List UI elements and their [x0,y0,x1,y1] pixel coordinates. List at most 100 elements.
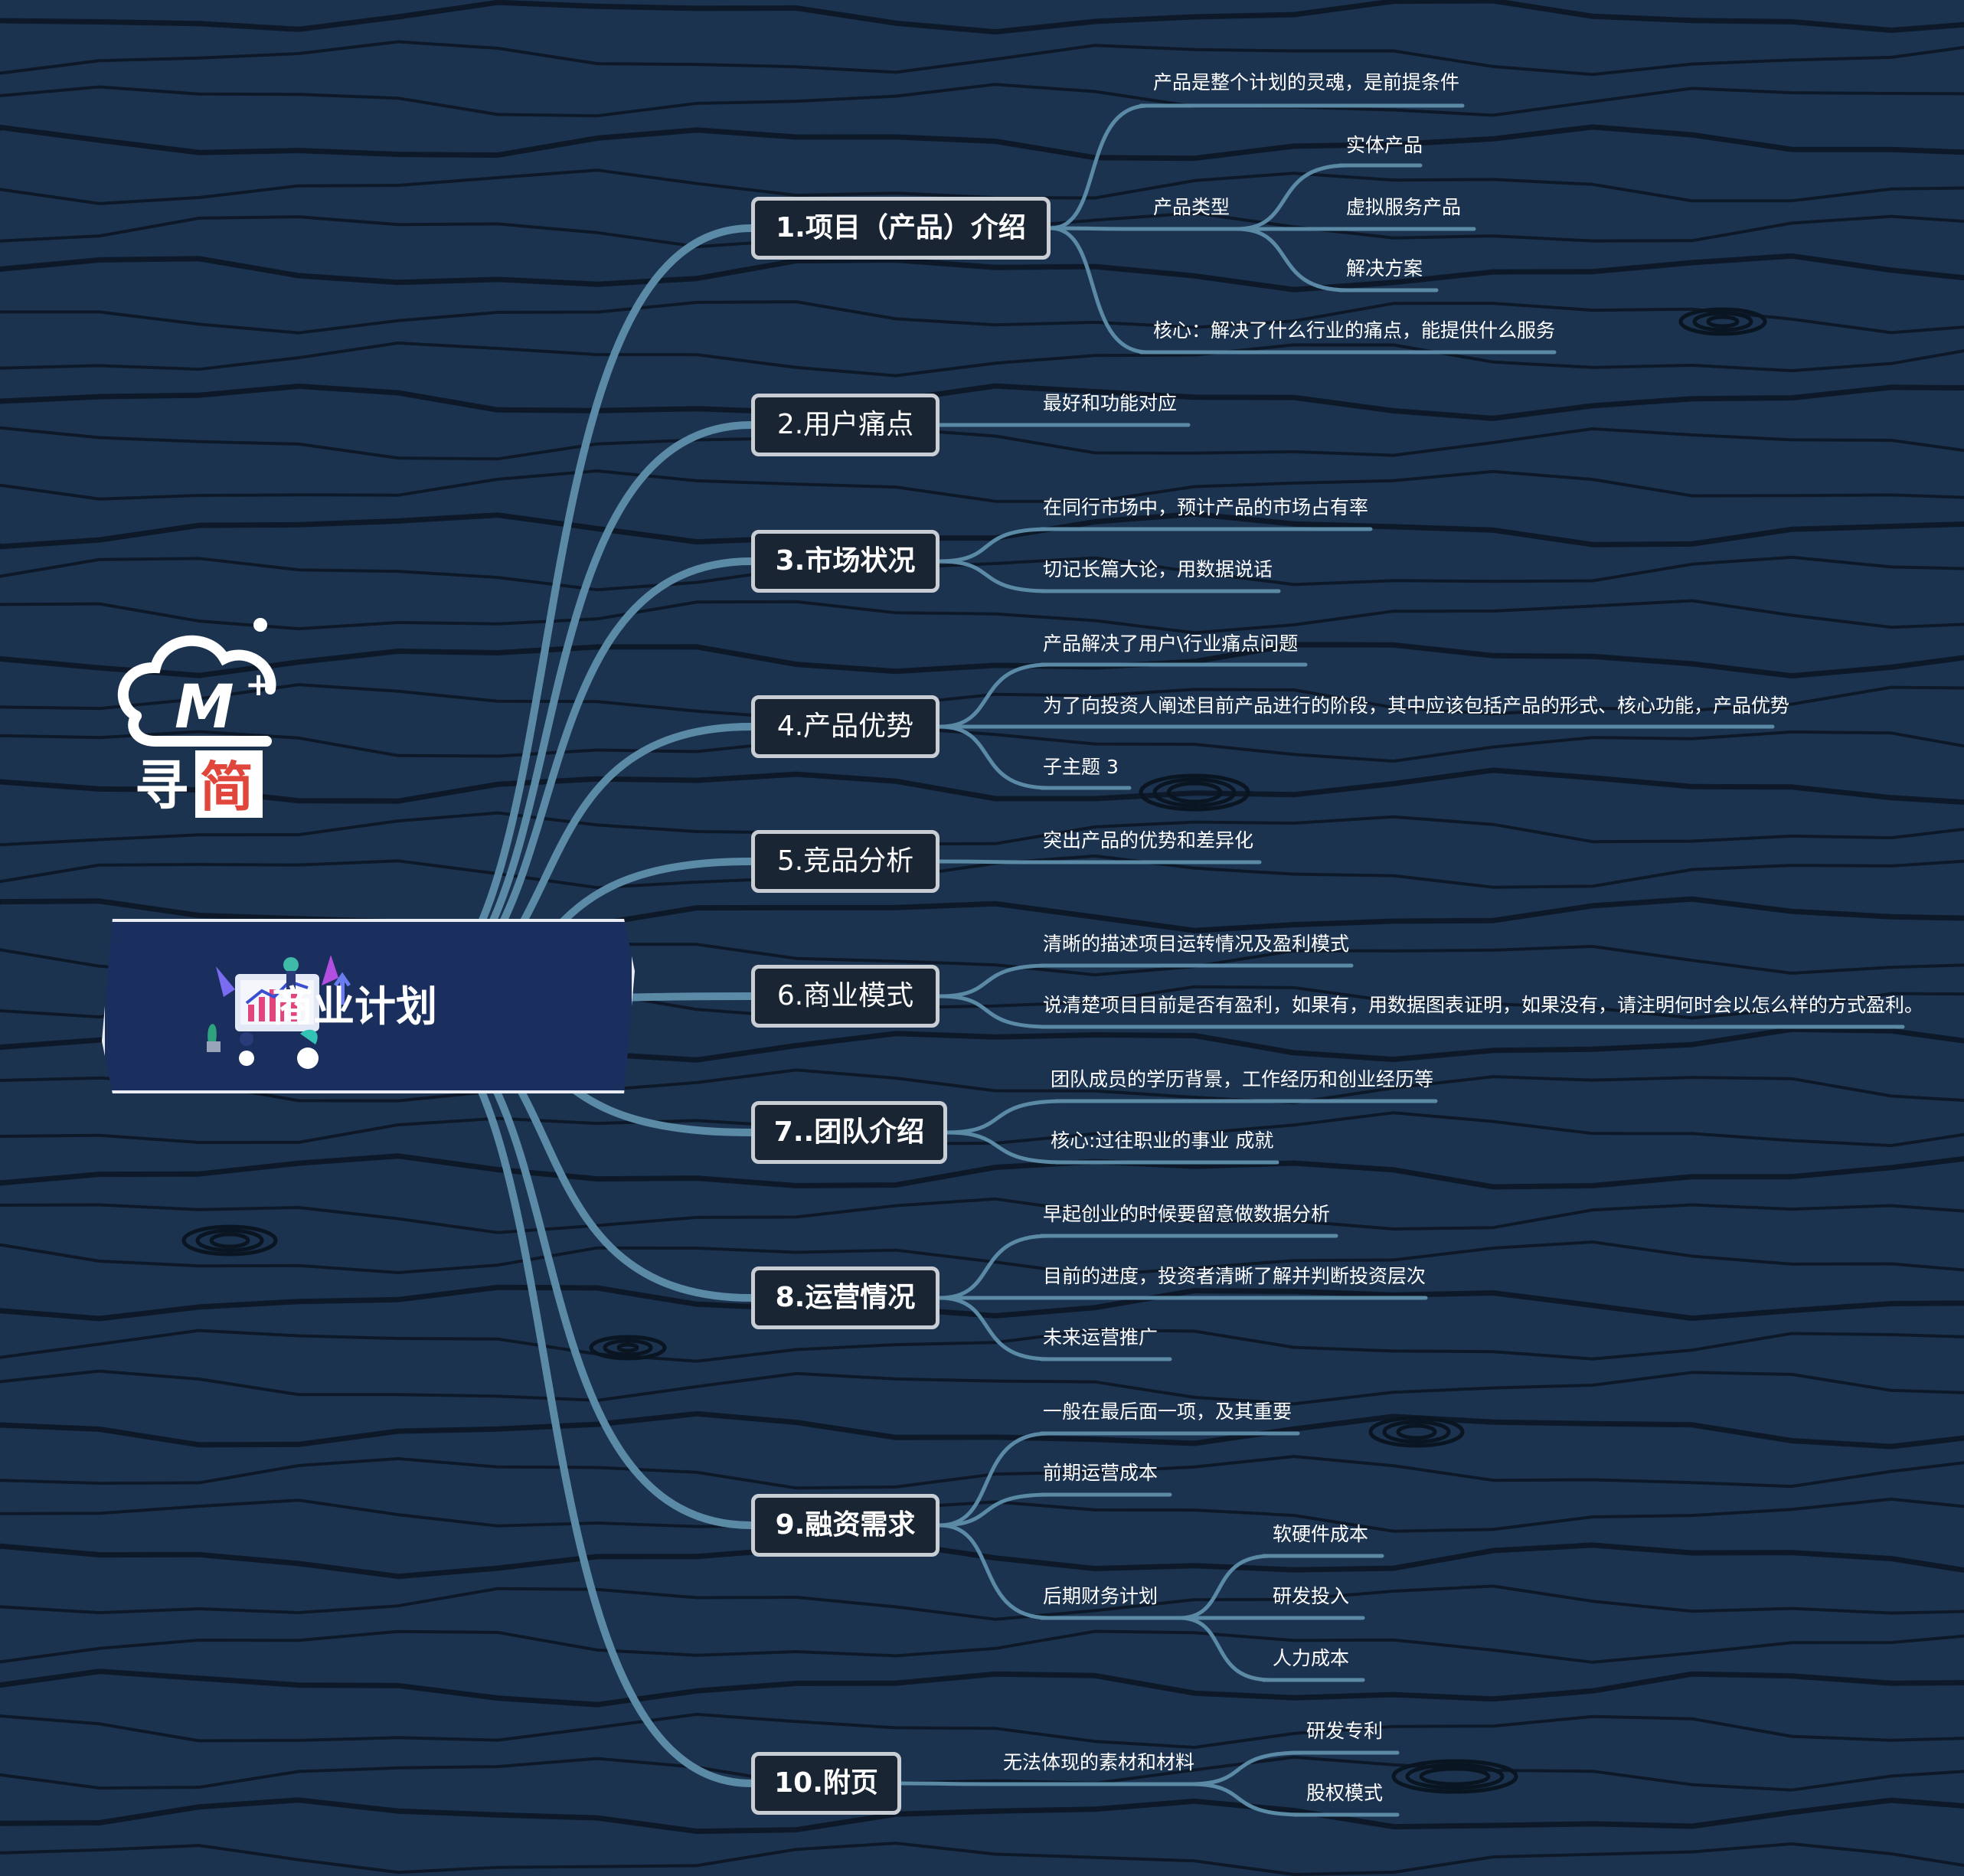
branch-sub [937,724,1051,790]
subtopic-core-pain-service[interactable]: 核心：解决了什么行业的痛点，能提供什么服务 [1153,319,1556,342]
topic-user-pain-points[interactable]: 2.用户痛点 [751,394,940,456]
subtopic-market-share[interactable]: 在同行市场中，预计产品的市场占有率 [1043,496,1369,518]
branch-sub [937,1523,1051,1620]
wood-grain-line [0,124,1964,162]
wood-knot [603,1338,653,1357]
wood-knot [1405,1763,1505,1790]
branch-sub [937,963,1051,998]
wood-knot [616,1342,639,1353]
wood-grain-line [0,811,1964,847]
branch-sub [1048,103,1151,230]
branch-main [387,1003,755,1787]
subtopic-product-soul[interactable]: 产品是整个计划的灵魂，是前提条件 [1153,71,1460,93]
wood-grain-line [0,426,1964,461]
branch-sub [945,1099,1067,1135]
topic-competitor-analysis[interactable]: 5.竞品分析 [751,830,940,893]
wood-grain-line [0,1328,1964,1363]
wood-grain-line [0,854,1964,890]
subtopic-last-item[interactable]: 一般在最后面一项，及其重要 [1043,1400,1292,1423]
wood-grain-line [0,300,1964,335]
subtopic-hardware-software-cost[interactable]: 软硬件成本 [1273,1523,1369,1545]
branch-sub [937,1296,1051,1361]
subtopic-physical-product[interactable]: 实体产品 [1346,134,1423,156]
wood-grain-line [0,555,1964,592]
wood-grain-line [0,896,1964,935]
subtopic-data-analysis[interactable]: 早起创业的时候要留意做数据分析 [1043,1203,1331,1225]
subtopic-differentiation[interactable]: 突出产品的优势和差异化 [1043,829,1254,851]
brand-char-1: 寻 [135,754,188,817]
subtopic-team-background[interactable]: 团队成员的学历背景，工作经历和创业经历等 [1051,1068,1434,1090]
subtopic-subtopic-3[interactable]: 子主题 3 [1043,756,1119,778]
topic-operations[interactable]: 8.运营情况 [751,1266,940,1329]
wood-grain-line [0,1410,1964,1449]
wood-grain-line [0,1540,1964,1580]
subtopic-use-data[interactable]: 切记长篇大论，用数据说话 [1043,558,1273,580]
wood-grain-line [0,1629,1964,1664]
subtopic-profitability[interactable]: 说清楚项目目前是否有盈利，如果有，用数据图表证明，如果没有，请注明何时会以怎么样… [1043,994,1924,1016]
topic-financing-needs[interactable]: 9.融资需求 [751,1494,940,1557]
subtopic-career-achievement[interactable]: 核心:过往职业的事业 成就 [1051,1129,1274,1152]
wood-knot [1382,1420,1451,1444]
subtopic-match-features[interactable]: 最好和功能对应 [1043,392,1178,414]
wood-grain-line [0,1668,1964,1708]
topic-product-advantage[interactable]: 4.产品优势 [751,695,940,758]
branch-sub3 [1188,1782,1304,1817]
branch-sub [899,1781,1005,1786]
wood-knot [209,1232,250,1249]
dot-icon [253,618,267,632]
wood-grain-line [0,1797,1964,1835]
wood-grain-line [0,1153,1964,1190]
subtopic-progress[interactable]: 目前的进度，投资者清晰了解并判断投资层次 [1043,1265,1426,1287]
subtopic-product-type[interactable]: 产品类型 [1153,196,1230,218]
subtopic-equity-model[interactable]: 股权模式 [1306,1782,1384,1804]
wood-grain-line [0,1584,1964,1621]
subtopic-rd-investment[interactable]: 研发投入 [1273,1585,1350,1607]
topic-project-intro[interactable]: 1.项目（产品）介绍 [751,197,1051,260]
branch-sub3 [1234,163,1350,231]
wood-knot [1692,311,1753,332]
wood-knot [1368,1416,1465,1448]
wood-grain-line [0,342,1964,377]
branch-sub3 [1188,1750,1304,1786]
wood-grain-line [0,1712,1964,1749]
subtopic-materials[interactable]: 无法体现的素材和材料 [1003,1751,1195,1773]
subtopic-product-stage[interactable]: 为了向投资人阐述目前产品进行的阶段，其中应该包括产品的形式、核心功能，产品优势 [1043,695,1790,717]
subtopic-financial-plan[interactable]: 后期财务计划 [1043,1585,1158,1607]
branch-sub [1048,226,1151,355]
branch-sub [937,1234,1051,1300]
subtopic-early-cost[interactable]: 前期运营成本 [1043,1462,1158,1484]
wood-grain-line [0,168,1964,205]
topic-team-intro[interactable]: 7..团队介绍 [751,1101,947,1164]
wood-knot [1678,307,1767,336]
topic-business-model[interactable]: 6.商业模式 [751,965,940,1028]
branch-sub [945,1130,1067,1165]
logo-mark: M [175,673,234,742]
wood-grain-line [0,1240,1964,1277]
topic-market-status[interactable]: 3.市场状况 [751,530,940,593]
analytics-illustration-icon [207,955,351,1069]
branch-sub [937,859,1051,864]
subtopic-solution[interactable]: 解决方案 [1346,257,1423,279]
wood-knot [1166,781,1223,804]
wood-grain-line [0,511,1964,550]
branch-sub [937,1492,1051,1528]
subtopic-patents[interactable]: 研发专利 [1306,1720,1384,1742]
cloud-icon [117,635,276,747]
central-topic-title: 商业计划 [272,982,437,1031]
central-topic-box[interactable] [102,919,635,1093]
wood-knot [1706,315,1740,328]
wood-knot [1396,1423,1437,1440]
subtopic-labor-cost[interactable]: 人力成本 [1273,1647,1350,1669]
branch-sub3 [1177,1554,1273,1620]
branch-sub [937,662,1051,729]
topic-appendix[interactable]: 10.附页 [751,1752,901,1815]
wood-grain-line [0,253,1964,293]
wood-knot [1391,1759,1518,1794]
subtopic-operation-profit-model[interactable]: 清晰的描述项目运转情况及盈利模式 [1043,933,1350,955]
wood-grain-line [0,599,1964,635]
branch-sub [1048,226,1151,231]
subtopic-solves-pain[interactable]: 产品解决了用户\行业痛点问题 [1043,632,1299,655]
subtopic-promotion[interactable]: 未来运营推广 [1043,1326,1158,1348]
branch-sub [937,994,1051,1029]
subtopic-virtual-service[interactable]: 虚拟服务产品 [1346,196,1462,218]
